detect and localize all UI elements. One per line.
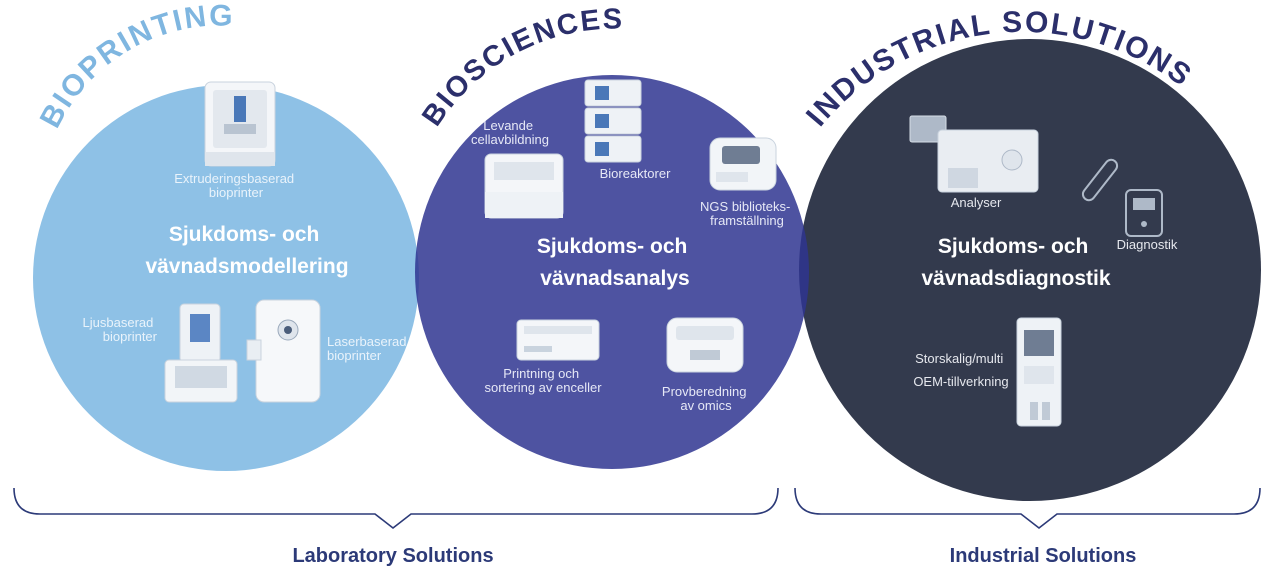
- diagnostics-pen-icon: [1081, 158, 1119, 202]
- light-bioprinter-icon: [164, 303, 238, 403]
- oem-manufacturing-label: Storskalig/multi OEM-tillverkning: [913, 351, 1008, 389]
- analyser-label: Analyser: [951, 195, 1002, 210]
- biosciences-main-text: Sjukdoms- och vävnadsanalys: [537, 235, 693, 290]
- industrial-main-text: Sjukdoms- och vävnadsdiagnostik: [921, 235, 1110, 290]
- extrusion-bioprinter-label: Extruderingsbaserad bioprinter: [174, 171, 298, 200]
- single-cell-printer-icon: [516, 319, 600, 361]
- oem-manufacturing-icon: [1016, 317, 1062, 427]
- bioreactor-label: Bioreaktorer: [600, 166, 671, 181]
- laboratory-solutions-label: Laboratory Solutions: [292, 545, 493, 567]
- industrial-solutions-label: Industrial Solutions: [950, 545, 1137, 567]
- laser-bioprinter-icon: [246, 299, 321, 403]
- industrial-circle: [799, 39, 1261, 501]
- analyser-icon: [909, 115, 1039, 193]
- laboratory-bracket: [13, 487, 779, 530]
- bioreactor-icon: [584, 79, 642, 163]
- extrusion-bioprinter-icon: [204, 81, 276, 167]
- bioprinting-main-text: Sjukdoms- och vävnadsmodellering: [145, 223, 348, 278]
- omics-sample-prep-icon: [666, 317, 744, 373]
- laser-bioprinter-label: Laserbaserad bioprinter: [327, 334, 410, 363]
- ngs-library-prep-icon: [709, 137, 777, 191]
- diagnostics-label: Diagnostik: [1117, 237, 1178, 252]
- live-cell-imaging-label: Levande cellavbildning: [471, 118, 549, 147]
- diagnostics-meter-icon: [1125, 189, 1163, 237]
- live-cell-imaging-icon: [484, 153, 564, 219]
- omics-sample-prep-label: Provberedning av omics: [662, 384, 750, 413]
- industrial-bracket: [794, 487, 1261, 530]
- ngs-library-prep-label: NGS biblioteks- framställning: [700, 199, 794, 228]
- light-bioprinter-label: Ljusbaserad bioprinter: [83, 315, 158, 344]
- bioprinting-circle: [33, 85, 419, 471]
- single-cell-printing-label: Printning och sortering av enceller: [484, 366, 602, 395]
